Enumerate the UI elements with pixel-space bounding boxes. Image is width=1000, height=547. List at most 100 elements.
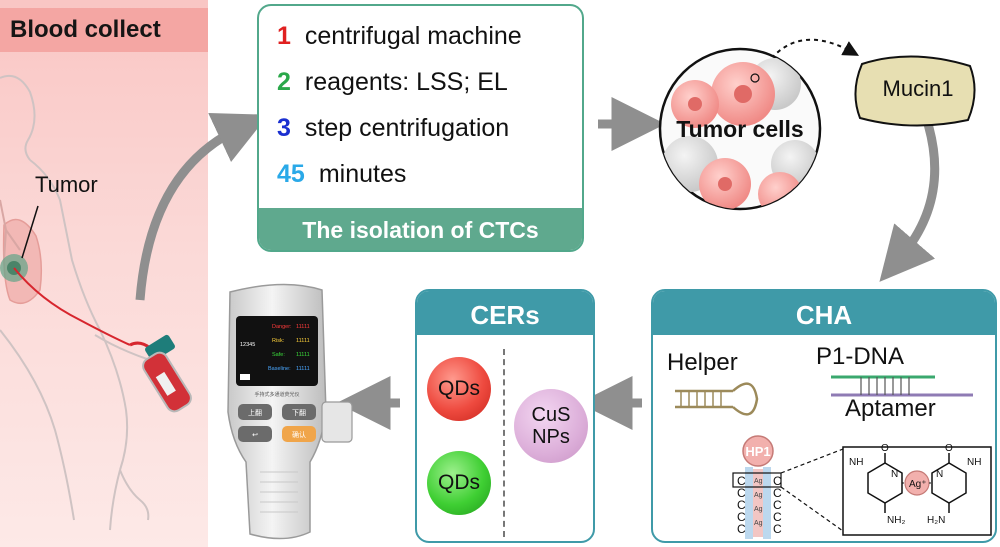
device-button-labels: 上翻 下翻 ↩ 确认: [248, 408, 306, 439]
risk-value: 11111: [296, 338, 310, 344]
ag-small: Ag: [754, 506, 763, 513]
arrow-mucin-to-cha: [879, 122, 940, 282]
down-button[interactable]: [282, 404, 316, 420]
danger-readout: Danger:: [272, 324, 292, 330]
c-letter: C: [737, 510, 746, 524]
bronchi: [0, 199, 21, 261]
cell-nucleus: [734, 85, 752, 103]
isolation-text-2: reagents: LSS; EL: [304, 68, 508, 96]
cell-nucleus: [688, 97, 702, 111]
back-button[interactable]: [238, 426, 272, 442]
nps-label: NPs: [532, 426, 570, 448]
pink-cell: [758, 172, 802, 209]
p1-dna-label: P1-DNA: [816, 343, 905, 370]
qds-red-label: QDs: [438, 377, 480, 400]
hp1-hairpin: HP1: [732, 435, 782, 539]
qds-green-label: QDs: [438, 471, 480, 494]
isolation-text-1: centrifugal machine: [304, 22, 522, 50]
cus-label: CuS: [531, 404, 571, 426]
nh-label: NH: [967, 457, 981, 468]
handheld-fluorescence-device: Danger: 11111 Risk: 11111 Safe: 11111 Ba…: [227, 283, 353, 540]
mucin1-blob: [854, 55, 976, 127]
down-button-label: 下翻: [292, 408, 306, 417]
blood-collect-panel: Blood collect Tumor: [0, 0, 208, 547]
hp1-label: HP1: [745, 444, 770, 459]
cha-illustration: HP1 C C C C C C C C C C Ag Ag: [675, 375, 992, 539]
c-letter: C: [773, 510, 782, 524]
blood-collect-title: Blood collect: [10, 16, 161, 43]
aptamer-label: Aptamer: [845, 395, 936, 422]
c-letter: C: [773, 498, 782, 512]
n-label: N: [891, 469, 898, 480]
hp1-loop: [742, 435, 774, 467]
device-grip: [260, 471, 298, 513]
c-letter: C: [737, 486, 746, 500]
cha-title: CHA: [795, 300, 853, 330]
baseline-value: 11111: [296, 366, 310, 372]
h2n-label: H₂N: [927, 515, 945, 526]
isolation-text-4: minutes: [318, 160, 407, 188]
hp1-highlight-box: [732, 472, 782, 488]
safe-value: 11111: [296, 352, 310, 358]
tumor-cells-illustration: [658, 47, 822, 211]
helper-hairpin: [675, 382, 759, 416]
mucin-marker: [750, 73, 760, 83]
nh-label: NH: [849, 457, 863, 468]
danger-value: 11111: [296, 324, 310, 330]
up-button-label: 上翻: [248, 408, 262, 417]
p1-aptamer-duplex: [831, 375, 973, 397]
isolation-row-2: 2 reagents: LSS; EL: [277, 68, 508, 97]
cers-divider: [503, 349, 505, 537]
arm-outline: [94, 334, 151, 361]
c-letter: C: [737, 522, 746, 536]
cers-title: CERs: [470, 300, 540, 330]
blood-vessel: [13, 267, 131, 346]
c-letter: C: [737, 474, 746, 488]
isolation-row-3: 3 step centrifugation: [277, 114, 509, 143]
cus-nps: CuS NPs: [514, 389, 588, 463]
isolation-num-4: 45: [277, 160, 305, 188]
c-letter: C: [737, 498, 746, 512]
back-button-label: ↩: [252, 432, 258, 439]
tumor-cells-label: Tumor cells: [676, 116, 804, 142]
ag-small: Ag: [754, 492, 763, 499]
isolation-num-3: 3: [277, 114, 291, 142]
safe-readout: Safe:: [272, 352, 285, 358]
cers-box: CERs QDs QDs CuS NPs: [415, 289, 595, 543]
cytosine-letters: C C C C C C C C C C: [737, 474, 782, 536]
risk-readout: Risk:: [272, 338, 285, 344]
device-screen-readouts: Danger: 11111 Risk: 11111 Safe: 11111 Ba…: [240, 324, 310, 372]
confirm-button[interactable]: [282, 426, 316, 442]
ag-small-labels: Ag Ag Ag Ag: [754, 478, 763, 527]
qds-green: QDs: [427, 451, 491, 515]
zoom-line: [780, 486, 844, 532]
head-outline: [0, 74, 36, 161]
cha-header: CHA: [653, 291, 995, 335]
tumor-pointer: [21, 205, 39, 259]
isolation-footer-text: The isolation of CTCs: [302, 217, 539, 243]
arrow-blood-to-isolation: [135, 113, 269, 301]
c-ag-c-structure: [842, 446, 992, 536]
qds-red: QDs: [427, 357, 491, 421]
arrow-tumor-to-mucin: [757, 38, 860, 79]
up-button[interactable]: [238, 404, 272, 420]
ag-ion-label: Ag⁺: [909, 479, 927, 490]
isolation-num-2: 2: [277, 68, 291, 96]
tumor-label: Tumor: [35, 172, 98, 197]
o-label: O: [945, 443, 953, 454]
vial-label: [155, 371, 176, 396]
c-letter: C: [773, 486, 782, 500]
cha-box: CHA Helper P1-DNA Aptamer: [651, 289, 997, 543]
n-label: N: [936, 469, 943, 480]
ag-small: Ag: [754, 520, 763, 527]
device-id: 12345: [240, 342, 255, 348]
isolation-text-3: step centrifugation: [304, 114, 510, 142]
human-body-illustration: [0, 74, 192, 531]
isolation-footer: The isolation of CTCs: [259, 208, 582, 250]
hand-outline: [109, 469, 150, 531]
isolation-row-4: 45 minutes: [277, 160, 406, 189]
